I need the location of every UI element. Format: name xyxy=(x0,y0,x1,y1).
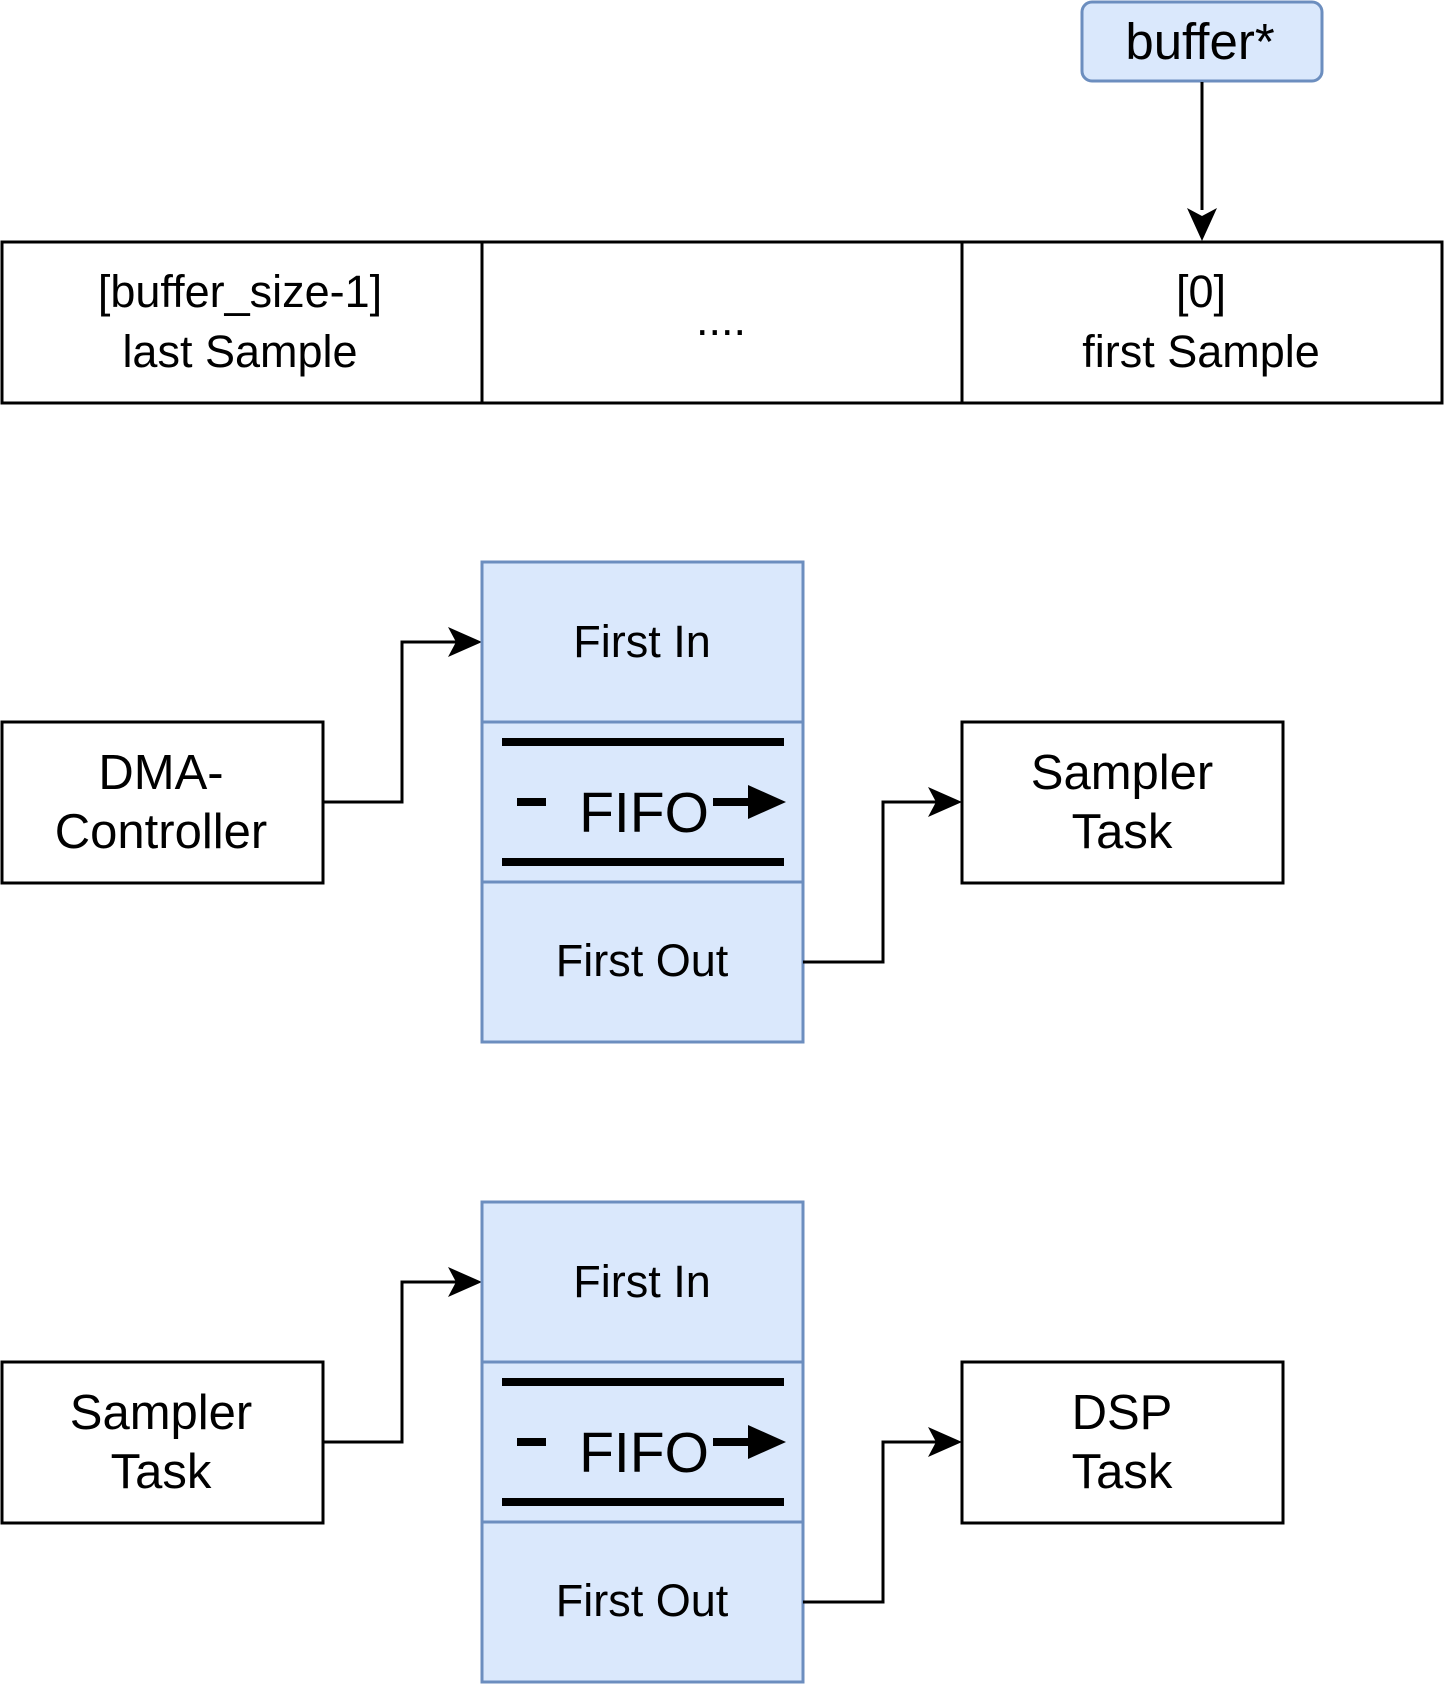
pointer-arrow xyxy=(1187,82,1217,241)
pipeline-2-fifo-first-in-label: First In xyxy=(573,1256,711,1307)
pipeline-1-fifo-queue-icon xyxy=(502,738,786,866)
buffer-pointer-label: buffer* xyxy=(1125,13,1274,70)
pipeline-2-fifo-label: FIFO xyxy=(579,1421,709,1485)
pipeline-1-producer-line1: DMA- xyxy=(98,746,223,800)
buffer-cell-last-index: [buffer_size-1] xyxy=(98,266,382,317)
pipeline-1-consumer-box xyxy=(960,720,1285,885)
pipeline-1-out-arrow xyxy=(803,800,950,964)
pipeline-1-in-arrow xyxy=(323,640,470,804)
pipeline-1-producer-box xyxy=(0,720,325,885)
buffer-cell-last xyxy=(0,240,484,405)
buffer-cell-last-label: last Sample xyxy=(122,326,357,377)
pipeline-2-out-arrow xyxy=(803,1440,950,1604)
pipeline-2: Sampler Task First In First Out FIFO DSP… xyxy=(0,1200,1285,1684)
buffer-cell-middle xyxy=(480,240,964,405)
pipeline-2-fifo-first-out-label: First Out xyxy=(556,1575,729,1626)
pipeline-2-producer-line1: Sampler xyxy=(70,1386,252,1440)
buffer-cell-ellipsis: .... xyxy=(696,294,746,345)
pipeline-1-consumer-line2: Task xyxy=(1072,805,1173,859)
pipeline-2-in-arrowhead xyxy=(448,1267,482,1297)
pipeline-2-out-arrowhead xyxy=(928,1427,962,1457)
pipeline-1-in-arrowhead xyxy=(448,627,482,657)
pipeline-2-fifo-first-in xyxy=(480,1200,805,1364)
pipeline-1-producer-line2: Controller xyxy=(55,805,267,859)
pipeline-2-consumer-box xyxy=(960,1360,1285,1525)
buffer-pointer-box: buffer* xyxy=(1080,0,1324,83)
pipeline-2-fifo-first-out xyxy=(480,1520,805,1684)
pipeline-2-fifo-queue-icon xyxy=(502,1378,786,1506)
pipeline-1-fifo-first-in-label: First In xyxy=(573,616,711,667)
pipeline-2-in-arrow xyxy=(323,1280,470,1444)
pipeline-2-consumer-line2: Task xyxy=(1072,1445,1173,1499)
buffer-pointer-rect xyxy=(1080,0,1324,83)
pipeline-1: DMA- Controller First In First Out FIFO … xyxy=(0,560,1285,1044)
pipeline-1-fifo-label: FIFO xyxy=(579,781,709,845)
pipeline-2-producer-line2: Task xyxy=(111,1445,212,1499)
pipeline-2-producer-box xyxy=(0,1360,325,1525)
pointer-arrowhead xyxy=(1187,208,1217,241)
pipeline-1-fifo-first-in xyxy=(480,560,805,724)
buffer-array: [buffer_size-1] last Sample .... [0] fir… xyxy=(0,240,1444,405)
buffer-cell-first-label: first Sample xyxy=(1082,326,1320,377)
pipeline-1-out-arrowhead xyxy=(928,787,962,817)
buffer-cell-first xyxy=(960,240,1444,405)
pipeline-1-consumer-line1: Sampler xyxy=(1031,746,1213,800)
pipeline-1-fifo-first-out xyxy=(480,880,805,1044)
pipeline-2-consumer-line1: DSP xyxy=(1072,1386,1173,1440)
buffer-cell-first-index: [0] xyxy=(1176,266,1226,317)
pipeline-1-fifo-first-out-label: First Out xyxy=(556,935,729,986)
